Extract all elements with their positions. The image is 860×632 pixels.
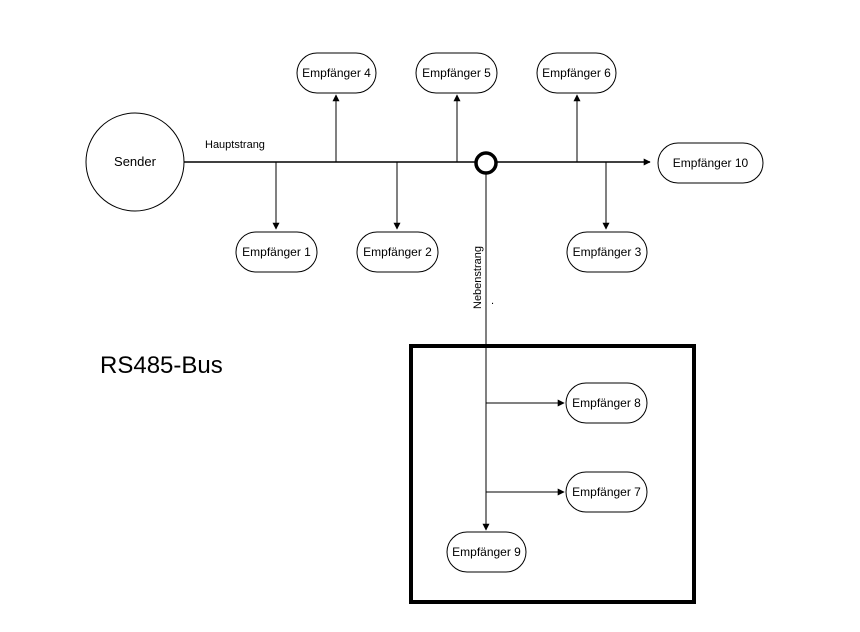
receiver-7-label: Empfänger 7: [572, 485, 641, 499]
receiver-9-label: Empfänger 9: [452, 545, 521, 559]
receiver-4-label: Empfänger 4: [302, 66, 371, 80]
receiver-8-label: Empfänger 8: [572, 396, 641, 410]
branch-line-label: Nebenstrang: [472, 246, 484, 309]
receiver-10: Empfänger 10: [657, 142, 764, 184]
diagram-title: RS485-Bus: [100, 352, 223, 379]
receiver-10-label: Empfänger 10: [673, 156, 749, 170]
receiver-9: Empfänger 9: [446, 531, 527, 573]
receiver-4: Empfänger 4: [296, 52, 377, 94]
receiver-7: Empfänger 7: [565, 471, 648, 513]
receiver-5-label: Empfänger 5: [422, 66, 491, 80]
main-line-label: Hauptstrang: [205, 139, 265, 151]
sender-label: Sender: [114, 154, 157, 169]
receiver-8: Empfänger 8: [565, 382, 648, 424]
junction-node: [474, 151, 498, 175]
sender-node: Sender: [85, 112, 185, 212]
subnet-frame: [409, 344, 696, 604]
receiver-3-label: Empfänger 3: [573, 245, 642, 259]
receiver-5: Empfänger 5: [415, 52, 498, 94]
receiver-1-label: Empfänger 1: [242, 245, 311, 259]
receiver-6: Empfänger 6: [536, 52, 617, 94]
receiver-6-label: Empfänger 6: [542, 66, 611, 80]
receiver-1: Empfänger 1: [235, 231, 318, 273]
dot-mark: .: [491, 295, 494, 307]
receiver-3: Empfänger 3: [566, 231, 648, 273]
receiver-2: Empfänger 2: [356, 231, 439, 273]
receiver-2-label: Empfänger 2: [363, 245, 432, 259]
